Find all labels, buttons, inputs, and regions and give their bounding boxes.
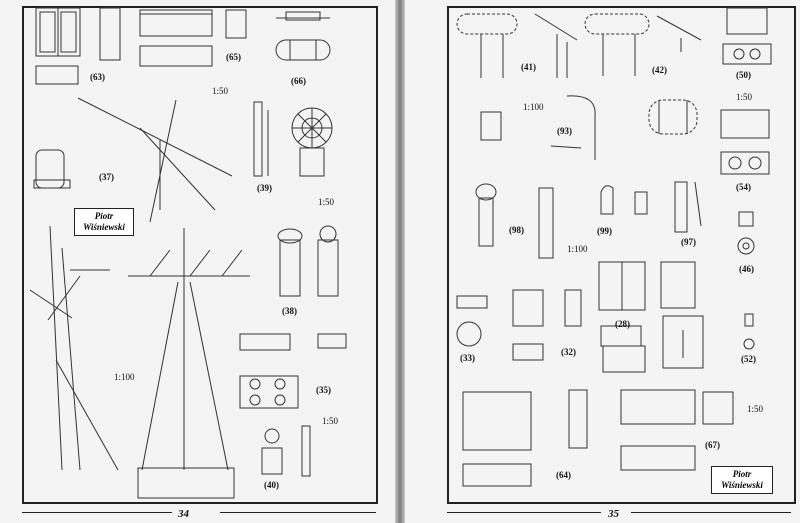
figure-label-33: (33)	[460, 353, 475, 363]
figure-label-46: (46)	[739, 264, 754, 274]
figure-label-66: (66)	[291, 76, 306, 86]
book-gutter	[395, 0, 405, 523]
author-first-name: Piotr	[732, 469, 752, 479]
drawing-66	[276, 12, 330, 60]
figure-label-64: (64)	[556, 470, 571, 480]
drawing-97	[675, 182, 701, 232]
figure-label-97: (97)	[681, 237, 696, 247]
drawing-46	[738, 212, 754, 254]
figure-label-50: (50)	[736, 70, 751, 80]
figure-label-37: (37)	[99, 172, 114, 182]
figure-label-67: (67)	[705, 440, 720, 450]
drawing-52	[744, 314, 754, 349]
author-box: Piotr Wiśniewski	[711, 466, 773, 494]
footer-rule	[631, 512, 791, 513]
page-number: 34	[178, 508, 189, 520]
scale-note: 1:50	[212, 86, 229, 96]
figure-label-63: (63)	[90, 72, 105, 82]
scale-note: 1:50	[747, 404, 764, 414]
footer-rule	[220, 512, 376, 513]
left-page: (63) (65) (66) (37) (39) (38) (35) (40) …	[0, 0, 395, 523]
figure-label-42: (42)	[652, 65, 667, 75]
scale-note: 1:50	[736, 92, 753, 102]
drawing-mast-right	[128, 228, 250, 498]
author-box: Piotr Wiśniewski	[74, 208, 134, 236]
page-frame	[22, 6, 378, 504]
drawing-93	[481, 96, 697, 160]
footer-rule	[22, 512, 172, 513]
drawing-64	[463, 390, 587, 486]
figure-label-41: (41)	[521, 62, 536, 72]
drawing-98	[476, 184, 553, 258]
drawing-37	[34, 98, 232, 222]
footer-rule	[447, 512, 601, 513]
drawing-54	[721, 110, 769, 174]
drawing-42	[585, 14, 701, 76]
figure-label-65: (65)	[226, 52, 241, 62]
figure-label-32: (32)	[561, 347, 576, 357]
figure-label-38: (38)	[282, 306, 297, 316]
figure-label-93: (93)	[557, 126, 572, 136]
scale-note: 1:100	[523, 102, 544, 112]
figure-label-35: (35)	[316, 385, 331, 395]
figure-label-99: (99)	[597, 226, 612, 236]
author-last-name: Wiśniewski	[721, 480, 763, 490]
drawing-35	[240, 334, 346, 408]
figure-label-98: (98)	[509, 225, 524, 235]
drawing-99	[601, 186, 647, 214]
drawing-38	[278, 226, 338, 296]
scale-note: 1:50	[322, 416, 339, 426]
drawing-33	[457, 296, 487, 346]
drawing-67	[621, 390, 733, 470]
drawing-40	[262, 426, 310, 476]
right-page: (41) (42) (50) (93) (54) (98) (99) (97) …	[405, 0, 800, 523]
scale-note: 1:50	[318, 197, 335, 207]
drawing-65	[140, 10, 246, 66]
drawing-39	[254, 102, 332, 176]
drawing-28	[599, 262, 695, 310]
scale-note: 1:100	[567, 244, 588, 254]
left-technical-drawings	[0, 0, 395, 523]
page-frame	[447, 6, 796, 504]
author-first-name: Piotr	[94, 211, 114, 221]
drawing-32	[513, 290, 581, 360]
figure-label-39: (39)	[257, 183, 272, 193]
page-number: 35	[608, 508, 619, 520]
drawing-mast-left	[30, 226, 118, 470]
right-technical-drawings	[405, 0, 800, 523]
figure-label-40: (40)	[264, 480, 279, 490]
drawing-63	[36, 8, 120, 84]
drawing-50	[723, 8, 771, 64]
drawing-41	[457, 14, 577, 78]
drawing-28-lower	[601, 316, 703, 372]
figure-label-52: (52)	[741, 354, 756, 364]
scale-note: 1:100	[114, 372, 135, 382]
figure-label-28: (28)	[615, 319, 630, 329]
author-last-name: Wiśniewski	[83, 222, 125, 232]
figure-label-54: (54)	[736, 182, 751, 192]
